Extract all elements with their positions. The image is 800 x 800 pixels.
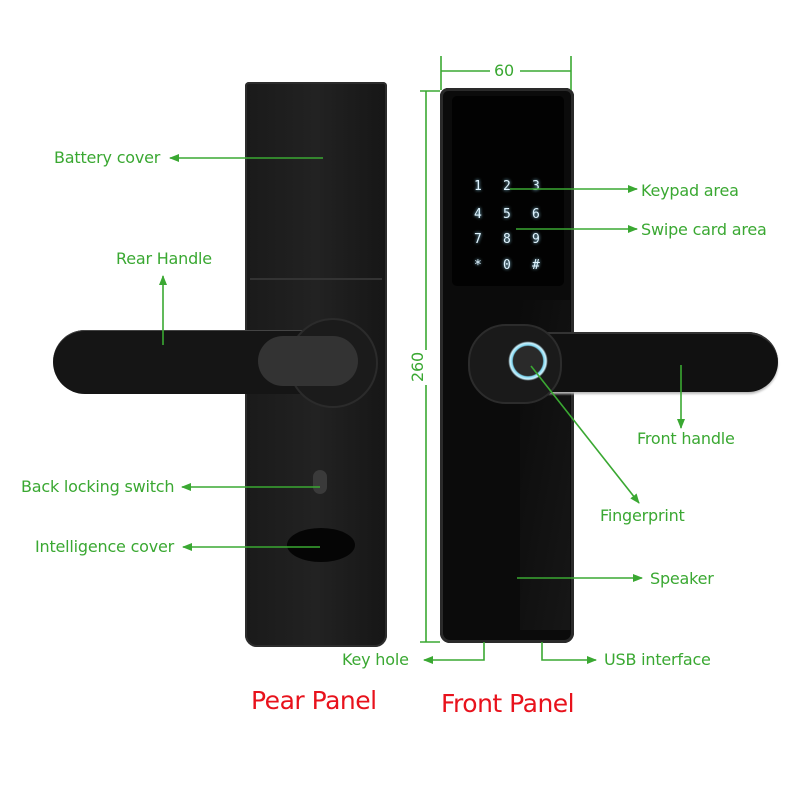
key-3[interactable]: 3	[532, 179, 540, 194]
key-6[interactable]: 6	[532, 207, 540, 222]
label-back-locking-switch: Back locking switch	[21, 477, 175, 496]
key-4[interactable]: 4	[474, 207, 482, 222]
intelligence-cover	[287, 528, 355, 562]
keypad-glass	[452, 96, 564, 286]
height-dimension-label: 260	[408, 352, 427, 382]
label-intelligence-cover: Intelligence cover	[35, 537, 175, 556]
key-7[interactable]: 7	[474, 232, 482, 247]
key-0[interactable]: 0	[503, 258, 511, 273]
label-front-handle: Front handle	[637, 429, 735, 448]
front-panel-title: Front Panel	[441, 689, 575, 718]
key-8[interactable]: 8	[503, 232, 511, 247]
rear-panel-title: Pear Panel	[251, 686, 377, 715]
rear-handle-cap	[258, 336, 358, 386]
label-battery-cover: Battery cover	[54, 148, 161, 167]
rear-battery-cover-seam	[250, 278, 382, 280]
label-usb-interface: USB interface	[604, 650, 711, 669]
fingerprint-sensor[interactable]	[508, 341, 548, 381]
key-2[interactable]: 2	[503, 179, 511, 194]
key-5[interactable]: 5	[503, 207, 511, 222]
width-dimension-label: 60	[494, 61, 514, 80]
key-hash[interactable]: #	[532, 258, 540, 273]
key-1[interactable]: 1	[474, 179, 482, 194]
label-rear-handle: Rear Handle	[116, 249, 212, 268]
label-swipe-card-area: Swipe card area	[641, 220, 767, 239]
label-keypad-area: Keypad area	[641, 181, 739, 200]
key-star[interactable]: *	[474, 258, 482, 273]
back-locking-switch	[313, 470, 327, 494]
label-key-hole: Key hole	[342, 650, 409, 669]
label-speaker: Speaker	[650, 569, 714, 588]
label-fingerprint: Fingerprint	[600, 506, 685, 525]
key-9[interactable]: 9	[532, 232, 540, 247]
